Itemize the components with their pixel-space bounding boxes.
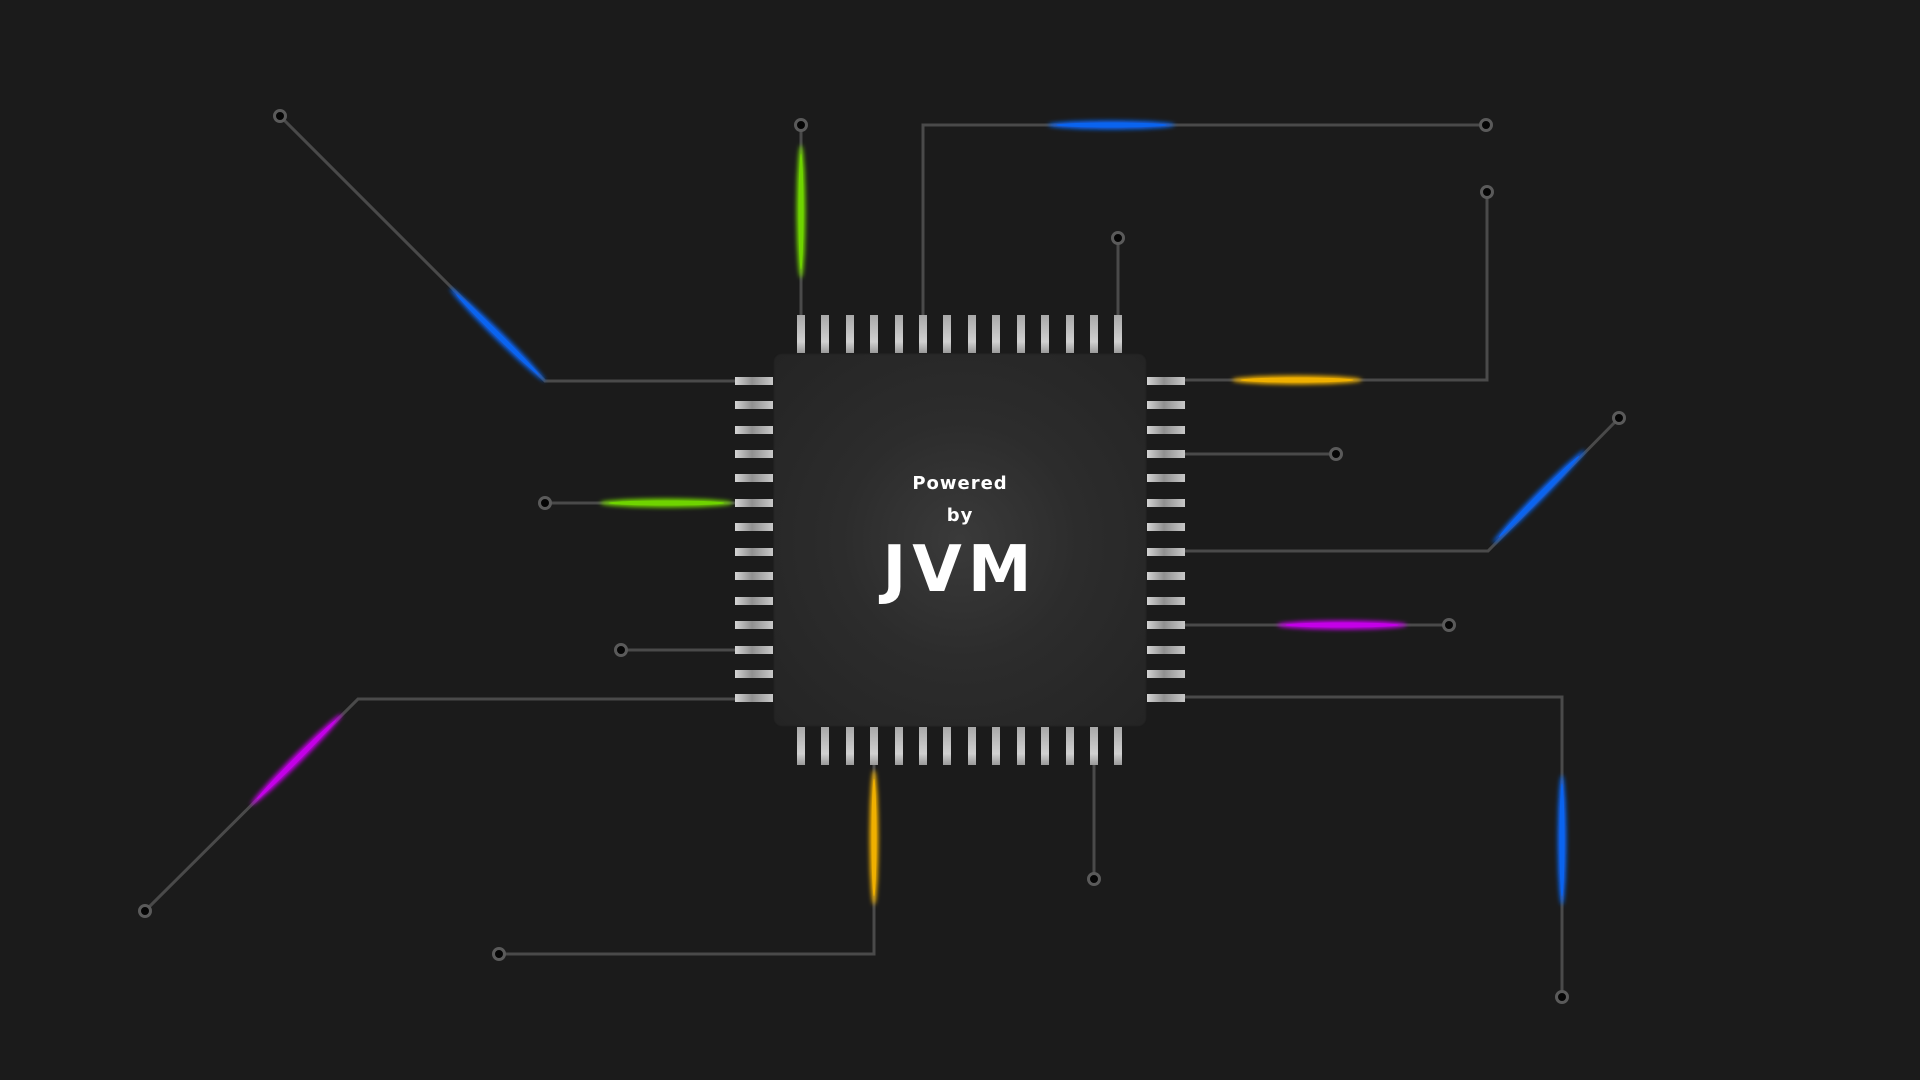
trace-nodes: [138, 109, 1626, 1004]
pin-top: [797, 315, 805, 353]
node-terminal: [1329, 447, 1343, 461]
trace-right-yellow: [1185, 192, 1489, 382]
trace-bottom-yellow: [499, 765, 876, 956]
glow-core-bottom-yellow: [871, 778, 877, 897]
trace-right-bottom: [1185, 695, 1564, 997]
pin-left: [735, 670, 773, 678]
pin-bottom: [1114, 727, 1122, 765]
pin-left: [735, 548, 773, 556]
pin-right: [1147, 377, 1185, 385]
glow-core-left-green: [608, 500, 725, 506]
glow-core-left-bottom-diagonal: [256, 719, 337, 800]
node-terminal: [1087, 872, 1101, 886]
pin-bottom: [992, 727, 1000, 765]
pin-right: [1147, 597, 1185, 605]
pin-bottom: [1090, 727, 1098, 765]
processor-chip: Powered by JVM: [773, 353, 1147, 727]
pin-top: [1041, 315, 1049, 353]
node-terminal: [1442, 618, 1456, 632]
node-terminal: [1480, 185, 1494, 199]
node-terminal: [1612, 411, 1626, 425]
pin-bottom: [1041, 727, 1049, 765]
pin-right: [1147, 426, 1185, 434]
node-terminal: [138, 904, 152, 918]
pin-left: [735, 572, 773, 580]
glow-core-top-blue: [1056, 122, 1167, 128]
pin-left: [735, 523, 773, 531]
pin-top: [870, 315, 878, 353]
pin-top: [968, 315, 976, 353]
pin-top: [943, 315, 951, 353]
node-terminal: [492, 947, 506, 961]
glow-core-right-magenta: [1285, 622, 1399, 628]
pin-right: [1147, 499, 1185, 507]
trace-top-blue: [921, 123, 1486, 315]
pin-bottom: [895, 727, 903, 765]
pin-right: [1147, 670, 1185, 678]
pin-left: [735, 646, 773, 654]
node-terminal: [1111, 231, 1125, 245]
pin-left: [735, 499, 773, 507]
pin-left: [735, 694, 773, 702]
pin-right: [1147, 474, 1185, 482]
pin-bottom: [797, 727, 805, 765]
glow-core-right-yellow: [1240, 377, 1354, 383]
pin-top: [919, 315, 927, 353]
pin-bottom: [1066, 727, 1074, 765]
pin-left: [735, 621, 773, 629]
pin-left: [735, 401, 773, 409]
glow-core-top-green: [798, 153, 804, 270]
pin-right: [1147, 450, 1185, 458]
pin-left: [735, 426, 773, 434]
pin-left: [735, 597, 773, 605]
pin-bottom: [943, 727, 951, 765]
pin-bottom: [870, 727, 878, 765]
trace-left-bottom-diagonal: [143, 697, 735, 913]
pin-bottom: [1017, 727, 1025, 765]
pin-right: [1147, 548, 1185, 556]
pin-top: [1114, 315, 1122, 353]
pin-right: [1147, 572, 1185, 580]
glow-core-right-diagonal: [1498, 456, 1580, 537]
node-terminal: [794, 118, 808, 132]
pin-top: [1017, 315, 1025, 353]
node-terminal: [1479, 118, 1493, 132]
pin-top: [1090, 315, 1098, 353]
pin-right: [1147, 523, 1185, 531]
pin-top: [821, 315, 829, 353]
chip-label-powered: Powered: [912, 473, 1008, 494]
pin-left: [735, 474, 773, 482]
pin-right: [1147, 646, 1185, 654]
pin-left: [735, 377, 773, 385]
pin-bottom: [919, 727, 927, 765]
node-terminal: [614, 643, 628, 657]
pin-top: [846, 315, 854, 353]
chip-label-jvm: JVM: [882, 533, 1038, 607]
chip-label-by: by: [946, 505, 974, 526]
pin-right: [1147, 621, 1185, 629]
signal-glows: [250, 120, 1586, 905]
pin-left: [735, 450, 773, 458]
node-terminal: [538, 496, 552, 510]
node-terminal: [1555, 990, 1569, 1004]
pin-bottom: [846, 727, 854, 765]
node-terminal: [273, 109, 287, 123]
glow-core-right-bottom: [1559, 783, 1565, 897]
pin-bottom: [821, 727, 829, 765]
pin-top: [1066, 315, 1074, 353]
pin-right: [1147, 401, 1185, 409]
pin-right: [1147, 694, 1185, 702]
glow-core-left-top-diagonal: [456, 294, 539, 375]
pin-bottom: [968, 727, 976, 765]
pin-top: [895, 315, 903, 353]
pin-top: [992, 315, 1000, 353]
